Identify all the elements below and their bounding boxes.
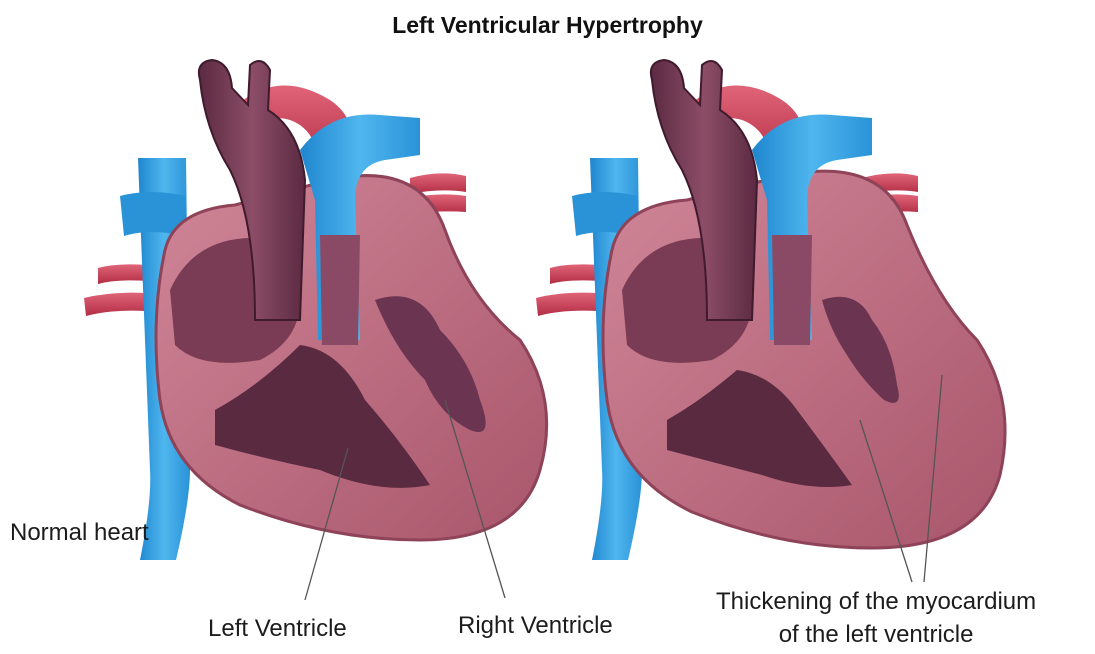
diagram-title: Left Ventricular Hypertrophy (0, 12, 1095, 39)
hypertrophic-heart-illustration (536, 60, 1005, 582)
thickening-label: Thickening of the myocardium of the left… (716, 585, 1036, 651)
thickening-label-line2: of the left ventricle (716, 618, 1036, 651)
right-ventricle-label: Right Ventricle (458, 612, 613, 640)
normal-heart-illustration (84, 60, 547, 600)
normal-heart-label: Normal heart (10, 519, 149, 547)
thickening-label-line1: Thickening of the myocardium (716, 585, 1036, 618)
left-ventricle-label: Left Ventricle (208, 615, 347, 643)
